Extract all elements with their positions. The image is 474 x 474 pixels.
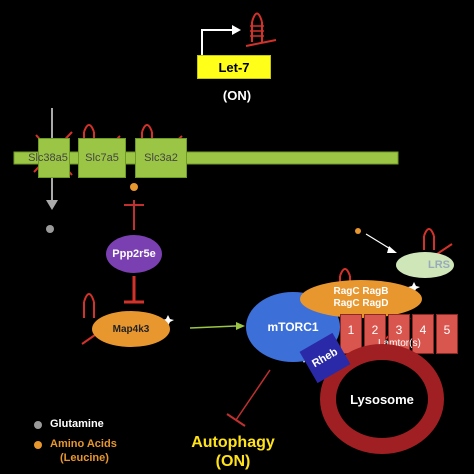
lamtor-number: 3 [395, 323, 403, 337]
lamtor-number: 2 [371, 323, 379, 337]
let7-state-label: (ON) [222, 88, 252, 103]
lamtor-number: 1 [347, 323, 355, 337]
node-map4k3: Map4k3 [92, 311, 170, 347]
transporter-slc7a5: Slc7a5 [78, 138, 126, 178]
promoter-arrowhead [232, 25, 241, 35]
glutamine-dot [46, 225, 54, 233]
leucine-dot-membrane [130, 183, 138, 191]
let7-gene-box: Let-7 [197, 55, 271, 79]
lamtor-box-4: 4 [412, 314, 434, 354]
transporter-slc38a5: Slc38a5 [28, 138, 70, 178]
let7-gene-label: Let-7 [218, 59, 250, 75]
rag-line-1: RagC RagB [333, 286, 389, 297]
node-label: Ppp2r5e [112, 248, 156, 260]
promoter-arrow [201, 29, 232, 55]
legend-dot-glutamine [34, 421, 42, 429]
autophagy-outcome: Autophagy (ON) [178, 433, 288, 471]
node-label: Rheb [310, 345, 340, 371]
rag-line-2: RagC RagD [333, 298, 389, 309]
node-ppp2r5e: Ppp2r5e [106, 235, 162, 273]
lamtor-number: 5 [443, 323, 451, 337]
lysosome-label: Lysosome [350, 391, 414, 407]
cell-membrane [13, 151, 399, 165]
legend-dot-amino-acids [34, 441, 42, 449]
phospho-star-map4k3 [162, 315, 174, 326]
lamtor-box-5: 5 [436, 314, 458, 354]
node-label: LRS [428, 259, 450, 271]
transporter-label: Slc38a5 [28, 152, 68, 164]
legend-leucine: (Leucine) [60, 452, 109, 464]
node-label: mTORC1 [267, 320, 319, 334]
autophagy-state: (ON) [215, 453, 251, 470]
phospho-star-rag [408, 282, 420, 293]
transporter-label: Slc7a5 [85, 152, 119, 164]
legend-amino-acids: Amino Acids [50, 438, 117, 450]
node-lrs: LRS [396, 252, 454, 278]
glutamine-arrowhead [46, 200, 58, 210]
leucine-dot-cytosol [355, 228, 361, 234]
lamtor-label: Lamtor(s) [378, 338, 421, 349]
mirna-hairpin-let7 [245, 12, 277, 47]
node-rag-complex: RagC RagB RagC RagD [300, 280, 422, 318]
transporter-label: Slc3a2 [144, 152, 178, 164]
transporter-slc3a2: Slc3a2 [135, 138, 187, 178]
node-label: Map4k3 [112, 323, 150, 335]
autophagy-label: Autophagy [191, 434, 275, 451]
legend-glutamine: Glutamine [50, 418, 104, 430]
lamtor-number: 4 [419, 323, 427, 337]
